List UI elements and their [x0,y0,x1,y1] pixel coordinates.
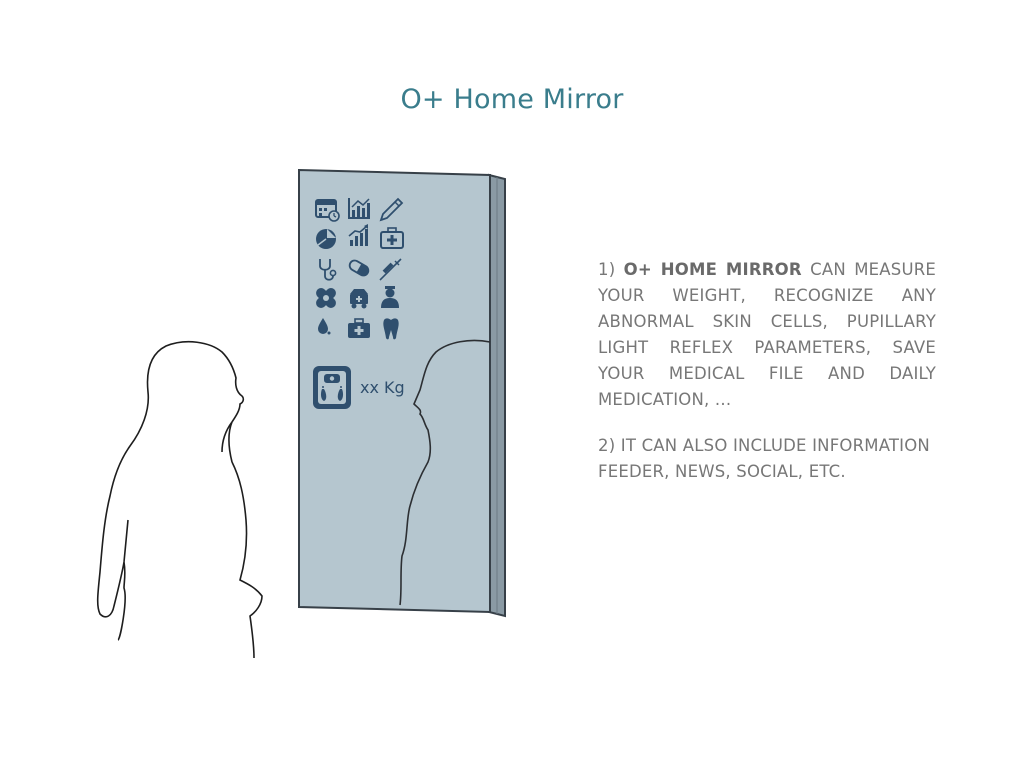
pill-icon [348,259,370,277]
stethoscope-icon [319,259,337,281]
feature-paragraph-1: 1) O+ HOME MIRROR CAN MEASURE YOUR WEIGH… [598,257,936,413]
calendar-icon [315,199,340,222]
p1-number: 1) [598,260,624,279]
bar-chart-icon [348,198,370,219]
blood-drop-icon [318,318,331,335]
weight-readout: xx Kg [360,378,405,397]
p1-text: CAN MEASURE YOUR WEIGHT, RECOGNIZE ANY A… [598,260,937,409]
mirror-glass [298,168,491,614]
reflection-silhouette [399,339,491,606]
woman-silhouette [96,340,263,659]
first-aid-kit-icon [380,227,404,249]
ambulance-icon [350,289,368,309]
p1-product-name: O+ HOME MIRROR [623,260,802,279]
pie-chart-icon [316,229,336,249]
trend-chart-icon [348,224,368,246]
pencil-icon [379,197,404,222]
icon-grid [315,197,404,340]
feature-description: 1) O+ HOME MIRROR CAN MEASURE YOUR WEIGH… [598,257,936,485]
bathroom-scale-icon [313,366,351,409]
medical-bag-icon [348,318,370,338]
feature-paragraph-2: 2) IT CAN ALSO INCLUDE INFORMATION FEEDE… [598,436,930,481]
bandage-icon [316,288,336,308]
slide-title: O+ Home Mirror [400,84,624,115]
doctor-icon [381,286,399,308]
tooth-icon [383,318,399,340]
syringe-icon [379,258,402,281]
